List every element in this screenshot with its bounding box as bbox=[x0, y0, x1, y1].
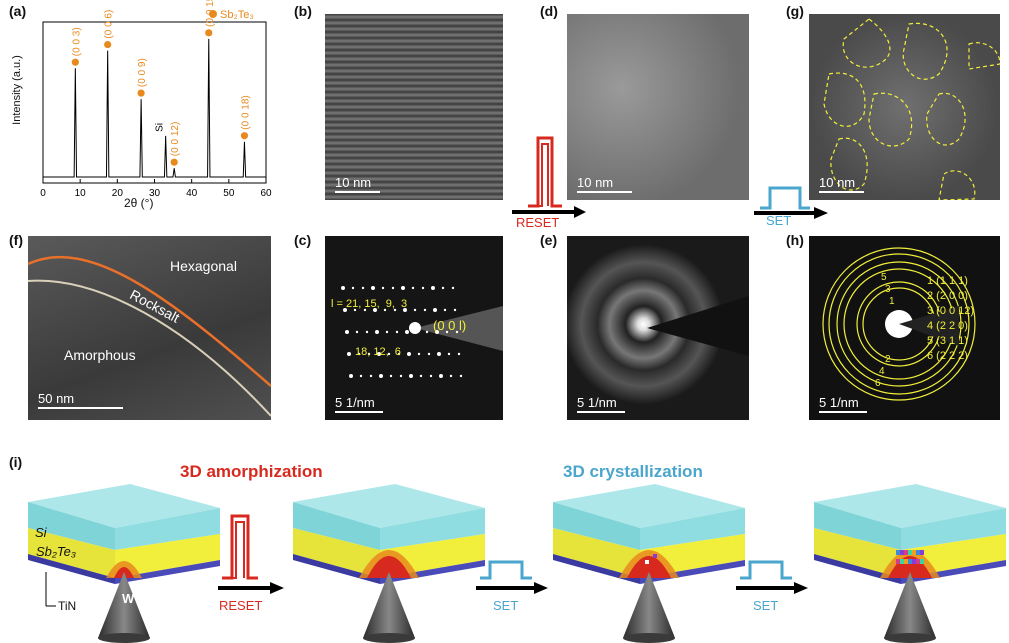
set-pulse-top bbox=[754, 186, 828, 219]
set-pulse-bottom-2 bbox=[736, 560, 808, 594]
ring-label-4: 4 (2 2 0) bbox=[927, 320, 968, 332]
amorphization-title: 3D amorphization bbox=[180, 462, 323, 481]
ring-number-4: 4 bbox=[879, 366, 885, 377]
panel-label-h: (h) bbox=[786, 232, 804, 248]
panel-label-c: (c) bbox=[294, 232, 312, 248]
diffraction-amorphous: 5 1/nm bbox=[567, 236, 749, 420]
peak-label: (0 0 6) bbox=[104, 10, 115, 39]
scale-bar-g: 10 nm bbox=[819, 175, 856, 190]
x-tick-label: 40 bbox=[186, 188, 198, 199]
ring-number-3: 3 bbox=[885, 284, 891, 295]
x-tick-label: 30 bbox=[149, 188, 161, 199]
peak-label: (0 0 9) bbox=[137, 58, 148, 87]
label-w: W bbox=[122, 591, 135, 606]
x-tick-label: 50 bbox=[223, 188, 235, 199]
scale-bar-e: 5 1/nm bbox=[577, 395, 617, 410]
x-tick-label: 60 bbox=[260, 188, 272, 199]
diffraction-layered: l = 21, 15, 9, 3 18, 12, 6 (0 0 l) 5 1/n… bbox=[325, 236, 503, 420]
panel-label-d: (d) bbox=[540, 3, 558, 19]
peak-marker bbox=[137, 89, 145, 97]
reset-pulse-top bbox=[512, 136, 586, 218]
label-tin: TiN bbox=[58, 599, 77, 613]
ring-number-6: 6 bbox=[875, 378, 881, 389]
xrd-ylabel: Intensity (a.u.) bbox=[11, 55, 23, 125]
reset-pulse-bottom bbox=[218, 514, 284, 594]
set-pulse-bottom-1 bbox=[476, 560, 548, 594]
zone-label: (0 0 l) bbox=[433, 318, 467, 333]
label-hexagonal: Hexagonal bbox=[170, 258, 237, 274]
label-sb2te3: Sb₂Te₃ bbox=[36, 544, 76, 559]
peak-label: Si bbox=[155, 123, 166, 132]
scale-bar-f: 50 nm bbox=[38, 391, 75, 406]
legend-label: Sb₂Te₃ bbox=[220, 9, 254, 21]
ring-label-2: 2 (2 0 0) bbox=[927, 290, 968, 302]
device-block bbox=[814, 484, 1006, 643]
peak-marker bbox=[205, 29, 213, 37]
label-amorphous: Amorphous bbox=[64, 347, 136, 363]
ring-number-2: 2 bbox=[885, 354, 891, 365]
peak-label: (0 0 3) bbox=[71, 27, 82, 56]
scale-bar-c: 5 1/nm bbox=[335, 395, 375, 410]
reset-label-top: RESET bbox=[516, 215, 560, 230]
l-index-top: l = 21, 15, 9, 3 bbox=[331, 298, 408, 310]
ring-label-5: 5 (3 1 1) bbox=[927, 335, 968, 347]
phase-boundaries bbox=[28, 255, 271, 417]
xrd-xlabel: 2θ (°) bbox=[124, 196, 154, 210]
hrtem-amorphous-image: 10 nm bbox=[567, 14, 749, 200]
tem-interface-image: Hexagonal Rocksalt Amorphous 50 nm bbox=[28, 236, 271, 420]
l-index-bottom: 18, 12, 6 bbox=[355, 346, 401, 358]
peak-marker bbox=[104, 40, 112, 49]
reset-label-bottom: RESET bbox=[219, 598, 263, 613]
panel-label-e: (e) bbox=[540, 232, 558, 248]
device-block bbox=[553, 484, 745, 643]
device-block bbox=[28, 484, 220, 643]
diffraction-crystalline: 1 (1 1 1) 2 (2 0 0) 3 (0 0 12) 4 (2 2 0)… bbox=[809, 236, 1000, 420]
crystallization-title: 3D crystallization bbox=[563, 462, 703, 481]
peak-marker bbox=[71, 58, 79, 66]
set-label-bottom-1: SET bbox=[493, 598, 519, 613]
panel-label-i: (i) bbox=[9, 454, 23, 470]
label-si: Si bbox=[35, 525, 47, 540]
scale-bar-h: 5 1/nm bbox=[819, 395, 859, 410]
legend-marker bbox=[209, 10, 217, 18]
set-label-top: SET bbox=[766, 213, 792, 228]
ring-number-5: 5 bbox=[881, 272, 887, 283]
peak-label: (0 0 18) bbox=[240, 95, 251, 129]
hrtem-layered-image: 10 nm bbox=[325, 14, 503, 200]
ring-label-6: 6 (2 2 2) bbox=[927, 350, 968, 362]
panel-label-g: (g) bbox=[786, 3, 804, 19]
panel-label-a: (a) bbox=[9, 3, 27, 19]
set-label-bottom-2: SET bbox=[753, 598, 779, 613]
peak-marker bbox=[240, 132, 249, 140]
ring-number-1: 1 bbox=[889, 296, 895, 307]
peak-marker bbox=[170, 158, 178, 166]
x-tick-label: 0 bbox=[40, 188, 46, 199]
x-tick-label: 10 bbox=[75, 188, 87, 199]
xrd-chart: 0 10 20 30 40 50 60 (0 0 3) (0 0 6) (0 0 9) Si (0 … bbox=[40, 0, 272, 199]
scale-bar-d: 10 nm bbox=[577, 175, 614, 190]
ring-index-list: 1 (1 1 1) 2 (2 0 0) 3 (0 0 12) 4 (2 2 0)… bbox=[927, 274, 974, 364]
panel-label-b: (b) bbox=[294, 3, 312, 19]
panel-label-f: (f) bbox=[9, 232, 23, 248]
device-schematic bbox=[28, 484, 1006, 643]
xrd-series-line bbox=[43, 38, 266, 178]
ring-label-1: 1 (1 1 1) bbox=[927, 275, 968, 287]
x-tick-label: 20 bbox=[112, 188, 124, 199]
grain-boundaries bbox=[823, 18, 1000, 200]
hrtem-crystalline-image: 10 nm bbox=[809, 14, 1000, 200]
peak-label: (0 0 12) bbox=[170, 122, 181, 156]
scale-bar-b: 10 nm bbox=[335, 175, 372, 190]
ring-label-3: 3 (0 0 12) bbox=[927, 305, 975, 317]
device-block bbox=[293, 484, 485, 643]
